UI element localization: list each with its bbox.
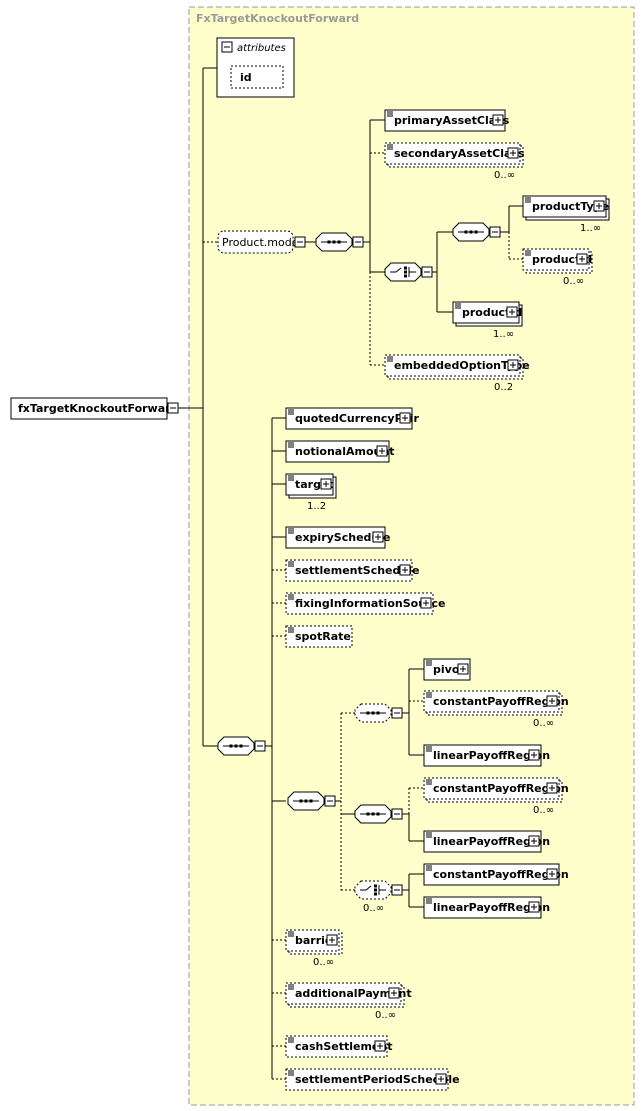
element-label: linearPayoffRegion — [433, 835, 550, 848]
element-pivot[interactable]: pivot — [423, 658, 471, 681]
element-settlementperiodschedule[interactable]: settlementPeriodSchedule — [285, 1068, 460, 1091]
occurrence-label: 0..∞ — [533, 718, 554, 729]
element-constantpayoffregion-3[interactable]: constantPayoffRegion — [423, 863, 569, 886]
occurrence-label: 0..∞ — [313, 957, 334, 968]
attributes-title: attributes — [237, 43, 286, 54]
element-spotrate[interactable]: spotRate — [285, 625, 353, 648]
element-label: productType — [532, 200, 609, 213]
element-label: secondaryAssetClass — [394, 147, 525, 160]
sequence-compositor[interactable] — [217, 736, 266, 756]
element-linearpayoffregion-3[interactable]: linearPayoffRegion — [423, 896, 550, 919]
element-additionalpayment[interactable]: additionalPayment 0..∞ — [285, 982, 412, 1021]
optional-connectors — [203, 152, 523, 1080]
element-label: settlementSchedule — [295, 564, 419, 577]
element-label: quotedCurrencyPair — [295, 412, 420, 425]
sequence-compositor[interactable] — [315, 232, 364, 252]
element-label: constantPayoffRegion — [433, 782, 569, 795]
element-label: constantPayoffRegion — [433, 868, 569, 881]
choice-compositor[interactable]: 0..∞ — [354, 880, 403, 914]
attribute-id-label: id — [240, 71, 252, 84]
element-constantpayoffregion-2[interactable]: constantPayoffRegion 0..∞ — [423, 777, 569, 816]
element-label: cashSettlement — [295, 1040, 392, 1053]
element-label: additionalPayment — [295, 987, 412, 1000]
connectors — [178, 67, 523, 1079]
element-label: embeddedOptionType — [394, 359, 530, 372]
element-producttype[interactable]: productType 1..∞ — [522, 195, 610, 234]
element-label: linearPayoffRegion — [433, 749, 550, 762]
element-settlementschedule[interactable]: settlementSchedule — [285, 559, 419, 582]
element-label: fixingInformationSource — [295, 597, 445, 610]
choice-compositor[interactable] — [384, 262, 433, 282]
occurrence-label: 0..∞ — [563, 276, 584, 287]
occurrence-label: 0..∞ — [363, 903, 384, 914]
attributes-box: attributes id — [216, 37, 295, 98]
root-label: fxTargetKnockoutForward — [18, 402, 178, 415]
root-element[interactable]: fxTargetKnockoutForward — [10, 397, 179, 420]
element-label: spotRate — [295, 630, 351, 643]
attribute-id[interactable] — [230, 65, 284, 89]
sequence-compositor[interactable] — [354, 804, 403, 824]
occurrence-label: 0..∞ — [375, 1010, 396, 1021]
element-label: notionalAmount — [295, 445, 394, 458]
occurrence-label: 1..∞ — [580, 223, 601, 234]
sequence-compositor[interactable] — [452, 222, 501, 242]
sequence-compositor[interactable] — [354, 703, 403, 723]
element-constantpayoffregion-1[interactable]: constantPayoffRegion 0..∞ — [423, 690, 569, 729]
elements: primaryAssetClass secondaryAssetClass 0..∞… — [285, 109, 610, 1091]
element-fixinginformationsource[interactable]: fixingInformationSource — [285, 592, 445, 615]
element-label: linearPayoffRegion — [433, 901, 550, 914]
occurrence-label: 1..2 — [307, 501, 326, 512]
type-container — [188, 6, 635, 1106]
occurrence-label: 0..∞ — [533, 805, 554, 816]
element-notionalamount[interactable]: notionalAmount — [285, 440, 394, 463]
occurrence-label: 1..∞ — [493, 329, 514, 340]
type-title: FxTargetKnockoutForward — [196, 12, 359, 25]
occurrence-label: 0..∞ — [494, 170, 515, 181]
element-embeddedoptiontype[interactable]: embeddedOptionType 0..2 — [384, 354, 530, 393]
element-linearpayoffregion-2[interactable]: linearPayoffRegion — [423, 830, 550, 853]
group-product-model[interactable]: Product.model — [217, 230, 306, 254]
element-label: pivot — [433, 663, 465, 676]
element-linearpayoffregion-1[interactable]: linearPayoffRegion — [423, 744, 550, 767]
element-secondaryassetclass[interactable]: secondaryAssetClass 0..∞ — [384, 142, 525, 181]
sequence-compositor[interactable] — [287, 791, 336, 811]
element-label: expirySchedule — [295, 531, 390, 544]
element-primaryassetclass[interactable]: primaryAssetClass — [384, 109, 510, 132]
group-label: Product.model — [222, 236, 302, 249]
element-cashsettlement[interactable]: cashSettlement — [285, 1035, 392, 1058]
element-label: constantPayoffRegion — [433, 695, 569, 708]
occurrence-label: 0..2 — [494, 382, 513, 393]
element-expiryschedule[interactable]: expirySchedule — [285, 526, 390, 549]
compositors: 0..∞ — [217, 222, 501, 914]
element-label: settlementPeriodSchedule — [295, 1073, 460, 1086]
element-label: primaryAssetClass — [394, 114, 510, 127]
element-quotedcurrencypair[interactable]: quotedCurrencyPair — [285, 407, 420, 430]
